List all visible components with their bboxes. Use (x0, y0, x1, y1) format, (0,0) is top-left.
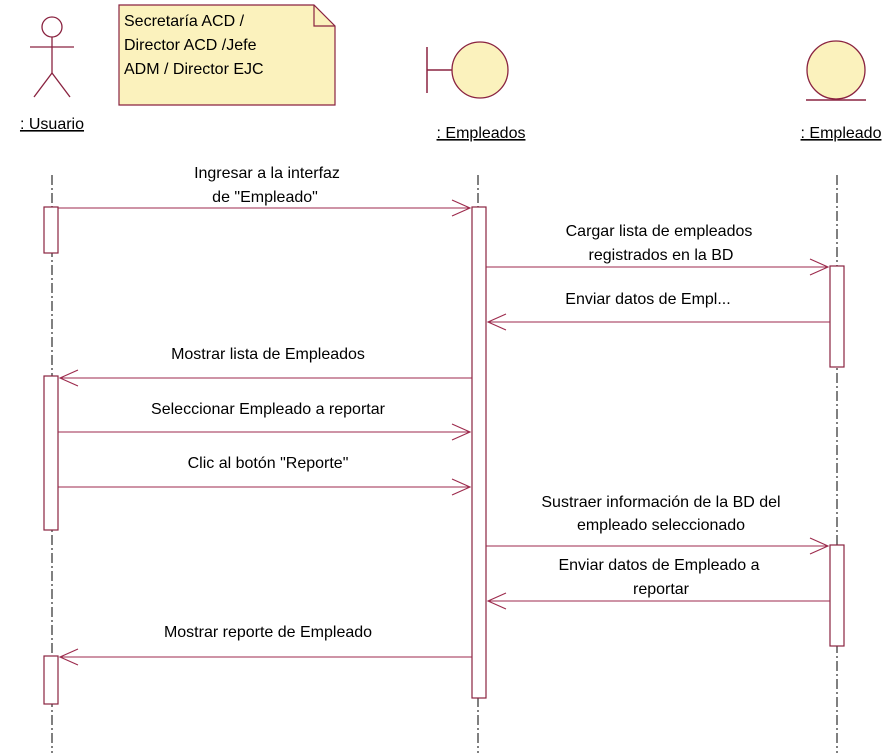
note: Secretaría ACD / Director ACD /Jefe ADM … (118, 4, 336, 106)
activation-empleados (471, 206, 487, 699)
boundary-icon[interactable] (426, 41, 509, 99)
message-arrow (58, 478, 472, 496)
message-arrow (58, 199, 472, 217)
message-label: registrados en la BD (589, 247, 734, 264)
note-line: Director ACD /Jefe (124, 37, 257, 54)
message-label: Sustraer información de la BD del (541, 494, 780, 511)
message-label: Seleccionar Empleado a reportar (151, 401, 386, 418)
message-label: empleado seleccionado (577, 517, 745, 534)
message-label: de "Empleado" (212, 189, 318, 206)
activation-usuario-1 (43, 206, 59, 254)
message-label: Mostrar lista de Empleados (171, 346, 365, 363)
message-label: Cargar lista de empleados (566, 223, 753, 240)
message-label: Clic al botón "Reporte" (188, 455, 349, 472)
note-line: ADM / Director EJC (124, 61, 264, 78)
message-label: Mostrar reporte de Empleado (164, 624, 372, 641)
message-arrow (486, 313, 830, 331)
participant-label-empleados: : Empleados (437, 125, 526, 142)
message-arrow (58, 369, 472, 387)
message-arrow (58, 648, 472, 666)
activation-empleado-2 (829, 544, 845, 647)
message-arrow (486, 537, 830, 555)
participant-label-empleado: : Empleado (801, 125, 882, 142)
activation-usuario-3 (43, 655, 59, 705)
message-label: Enviar datos de Empleado a (558, 557, 759, 574)
message-arrow (486, 592, 830, 610)
message-arrow (58, 423, 472, 441)
activation-empleado-1 (829, 265, 845, 368)
activation-usuario-2 (43, 375, 59, 531)
message-label: reportar (633, 581, 690, 598)
participant-label-usuario: : Usuario (20, 116, 84, 133)
message-arrow (486, 258, 830, 276)
note-line: Secretaría ACD / (124, 13, 245, 30)
entity-icon[interactable] (806, 40, 866, 101)
message-label: Enviar datos de Empl... (565, 291, 730, 308)
actor-icon[interactable] (30, 16, 74, 98)
message-label: Ingresar a la interfaz (194, 165, 340, 182)
